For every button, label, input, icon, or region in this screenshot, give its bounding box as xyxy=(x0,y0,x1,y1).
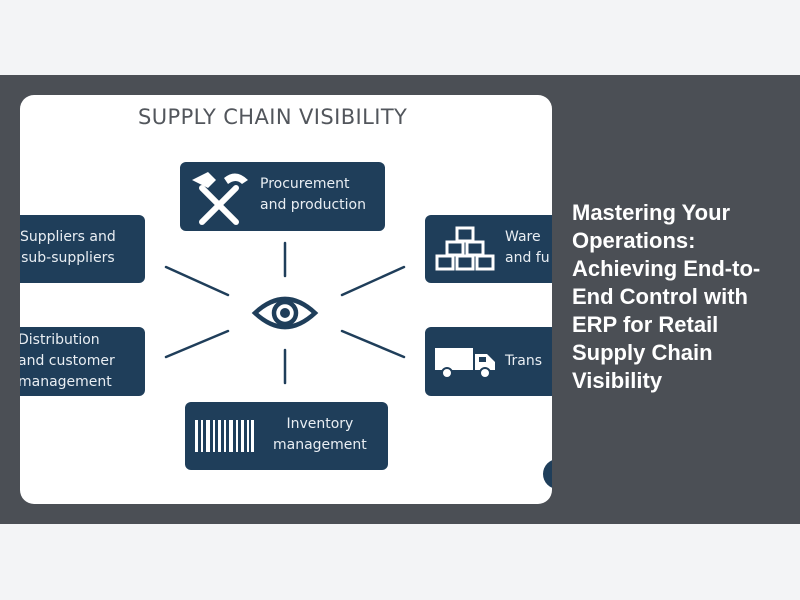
warehouse-label-line1: Ware xyxy=(505,229,541,245)
hammer-pickaxe-icon xyxy=(192,172,248,225)
connector-lines xyxy=(164,241,406,385)
barcode-icon xyxy=(195,420,254,452)
node-warehouse: Ware and fu xyxy=(425,215,552,283)
distribution-label-line3: management xyxy=(20,374,112,390)
article-headline[interactable]: Mastering Your Operations: Achieving End… xyxy=(572,200,761,393)
hero-banner: SUPPLY CHAIN VISIBILITY xyxy=(0,75,800,524)
eye-icon xyxy=(251,296,319,330)
diagram-card[interactable]: SUPPLY CHAIN VISIBILITY xyxy=(20,95,552,504)
procurement-label-line2: and production xyxy=(260,197,366,213)
procurement-label-line1: Procurement xyxy=(260,176,350,192)
node-transport: Trans xyxy=(425,327,552,396)
node-distribution: Distribution and customer management xyxy=(20,327,145,396)
node-suppliers: Suppliers and sub-suppliers xyxy=(20,215,145,283)
suppliers-label-line1: Suppliers and xyxy=(20,229,116,245)
distribution-label-line1: Distribution xyxy=(20,332,100,348)
diagram-title: SUPPLY CHAIN VISIBILITY xyxy=(138,105,408,129)
warehouse-label-line2: and fu xyxy=(505,250,550,266)
node-inventory: Inventory management xyxy=(185,402,388,470)
transport-label: Trans xyxy=(505,353,542,369)
node-procurement: Procurement and production xyxy=(180,162,385,231)
inventory-label-line2: management xyxy=(273,437,367,453)
boxes-icon xyxy=(435,226,495,271)
distribution-label-line2: and customer xyxy=(20,353,115,369)
truck-icon xyxy=(435,348,495,379)
partial-node-indicator xyxy=(543,459,552,489)
suppliers-label-line2: sub-suppliers xyxy=(21,250,115,266)
inventory-label-line1: Inventory xyxy=(286,416,354,432)
